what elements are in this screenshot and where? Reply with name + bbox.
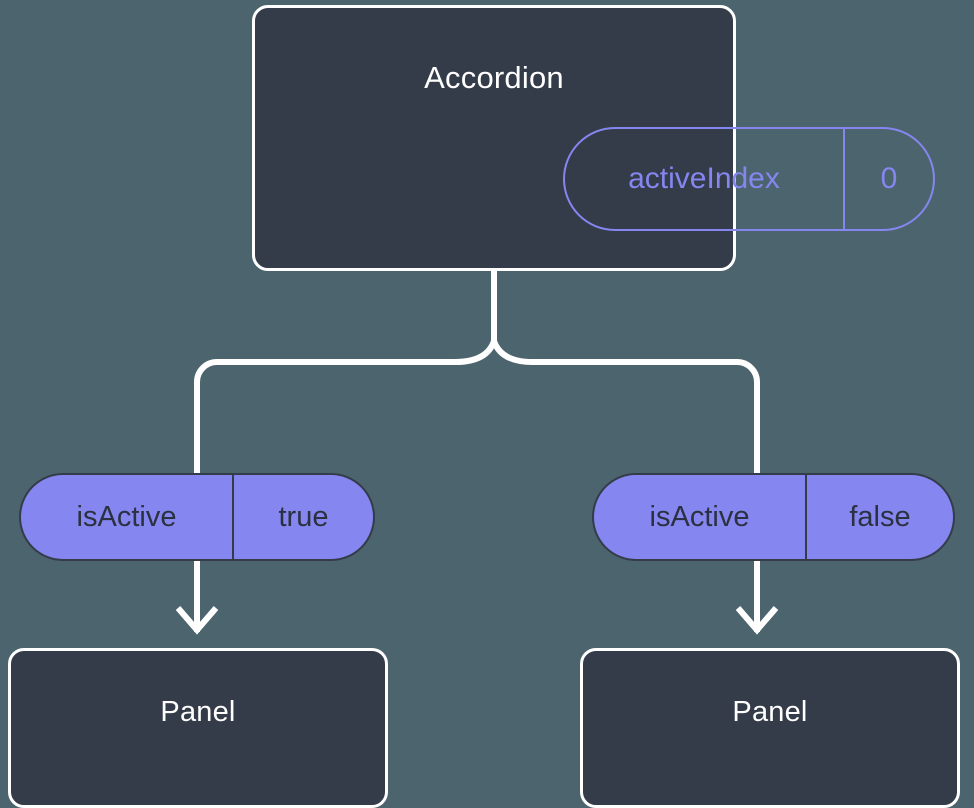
activeindex-state-pill[interactable]: activeIndex 0 xyxy=(563,127,935,231)
panel-node-left[interactable]: Panel xyxy=(8,648,388,808)
arrow-right-head-icon xyxy=(735,606,779,635)
panel-node-right-label: Panel xyxy=(732,696,808,728)
accordion-node[interactable]: Accordion activeIndex 0 xyxy=(252,5,935,271)
diagram-canvas: Accordion activeIndex 0 isActive true is… xyxy=(8,5,960,808)
isactive-prop-pill-right[interactable]: isActive false xyxy=(592,473,955,561)
panel-node-right[interactable]: Panel xyxy=(580,648,960,808)
isactive-prop-value-left: true xyxy=(278,500,329,533)
isactive-prop-key-right: isActive xyxy=(594,475,807,559)
isactive-prop-value-right: false xyxy=(849,500,911,533)
branch-wire xyxy=(194,338,760,473)
accordion-node-label: Accordion xyxy=(424,60,564,95)
activeindex-state-key: activeIndex xyxy=(565,129,845,229)
isactive-prop-key-left: isActive xyxy=(21,475,234,559)
activeindex-state-value: 0 xyxy=(880,162,898,195)
panel-node-left-label: Panel xyxy=(160,696,236,728)
arrow-left-head-icon xyxy=(175,606,219,635)
isactive-prop-pill-left[interactable]: isActive true xyxy=(19,473,375,561)
